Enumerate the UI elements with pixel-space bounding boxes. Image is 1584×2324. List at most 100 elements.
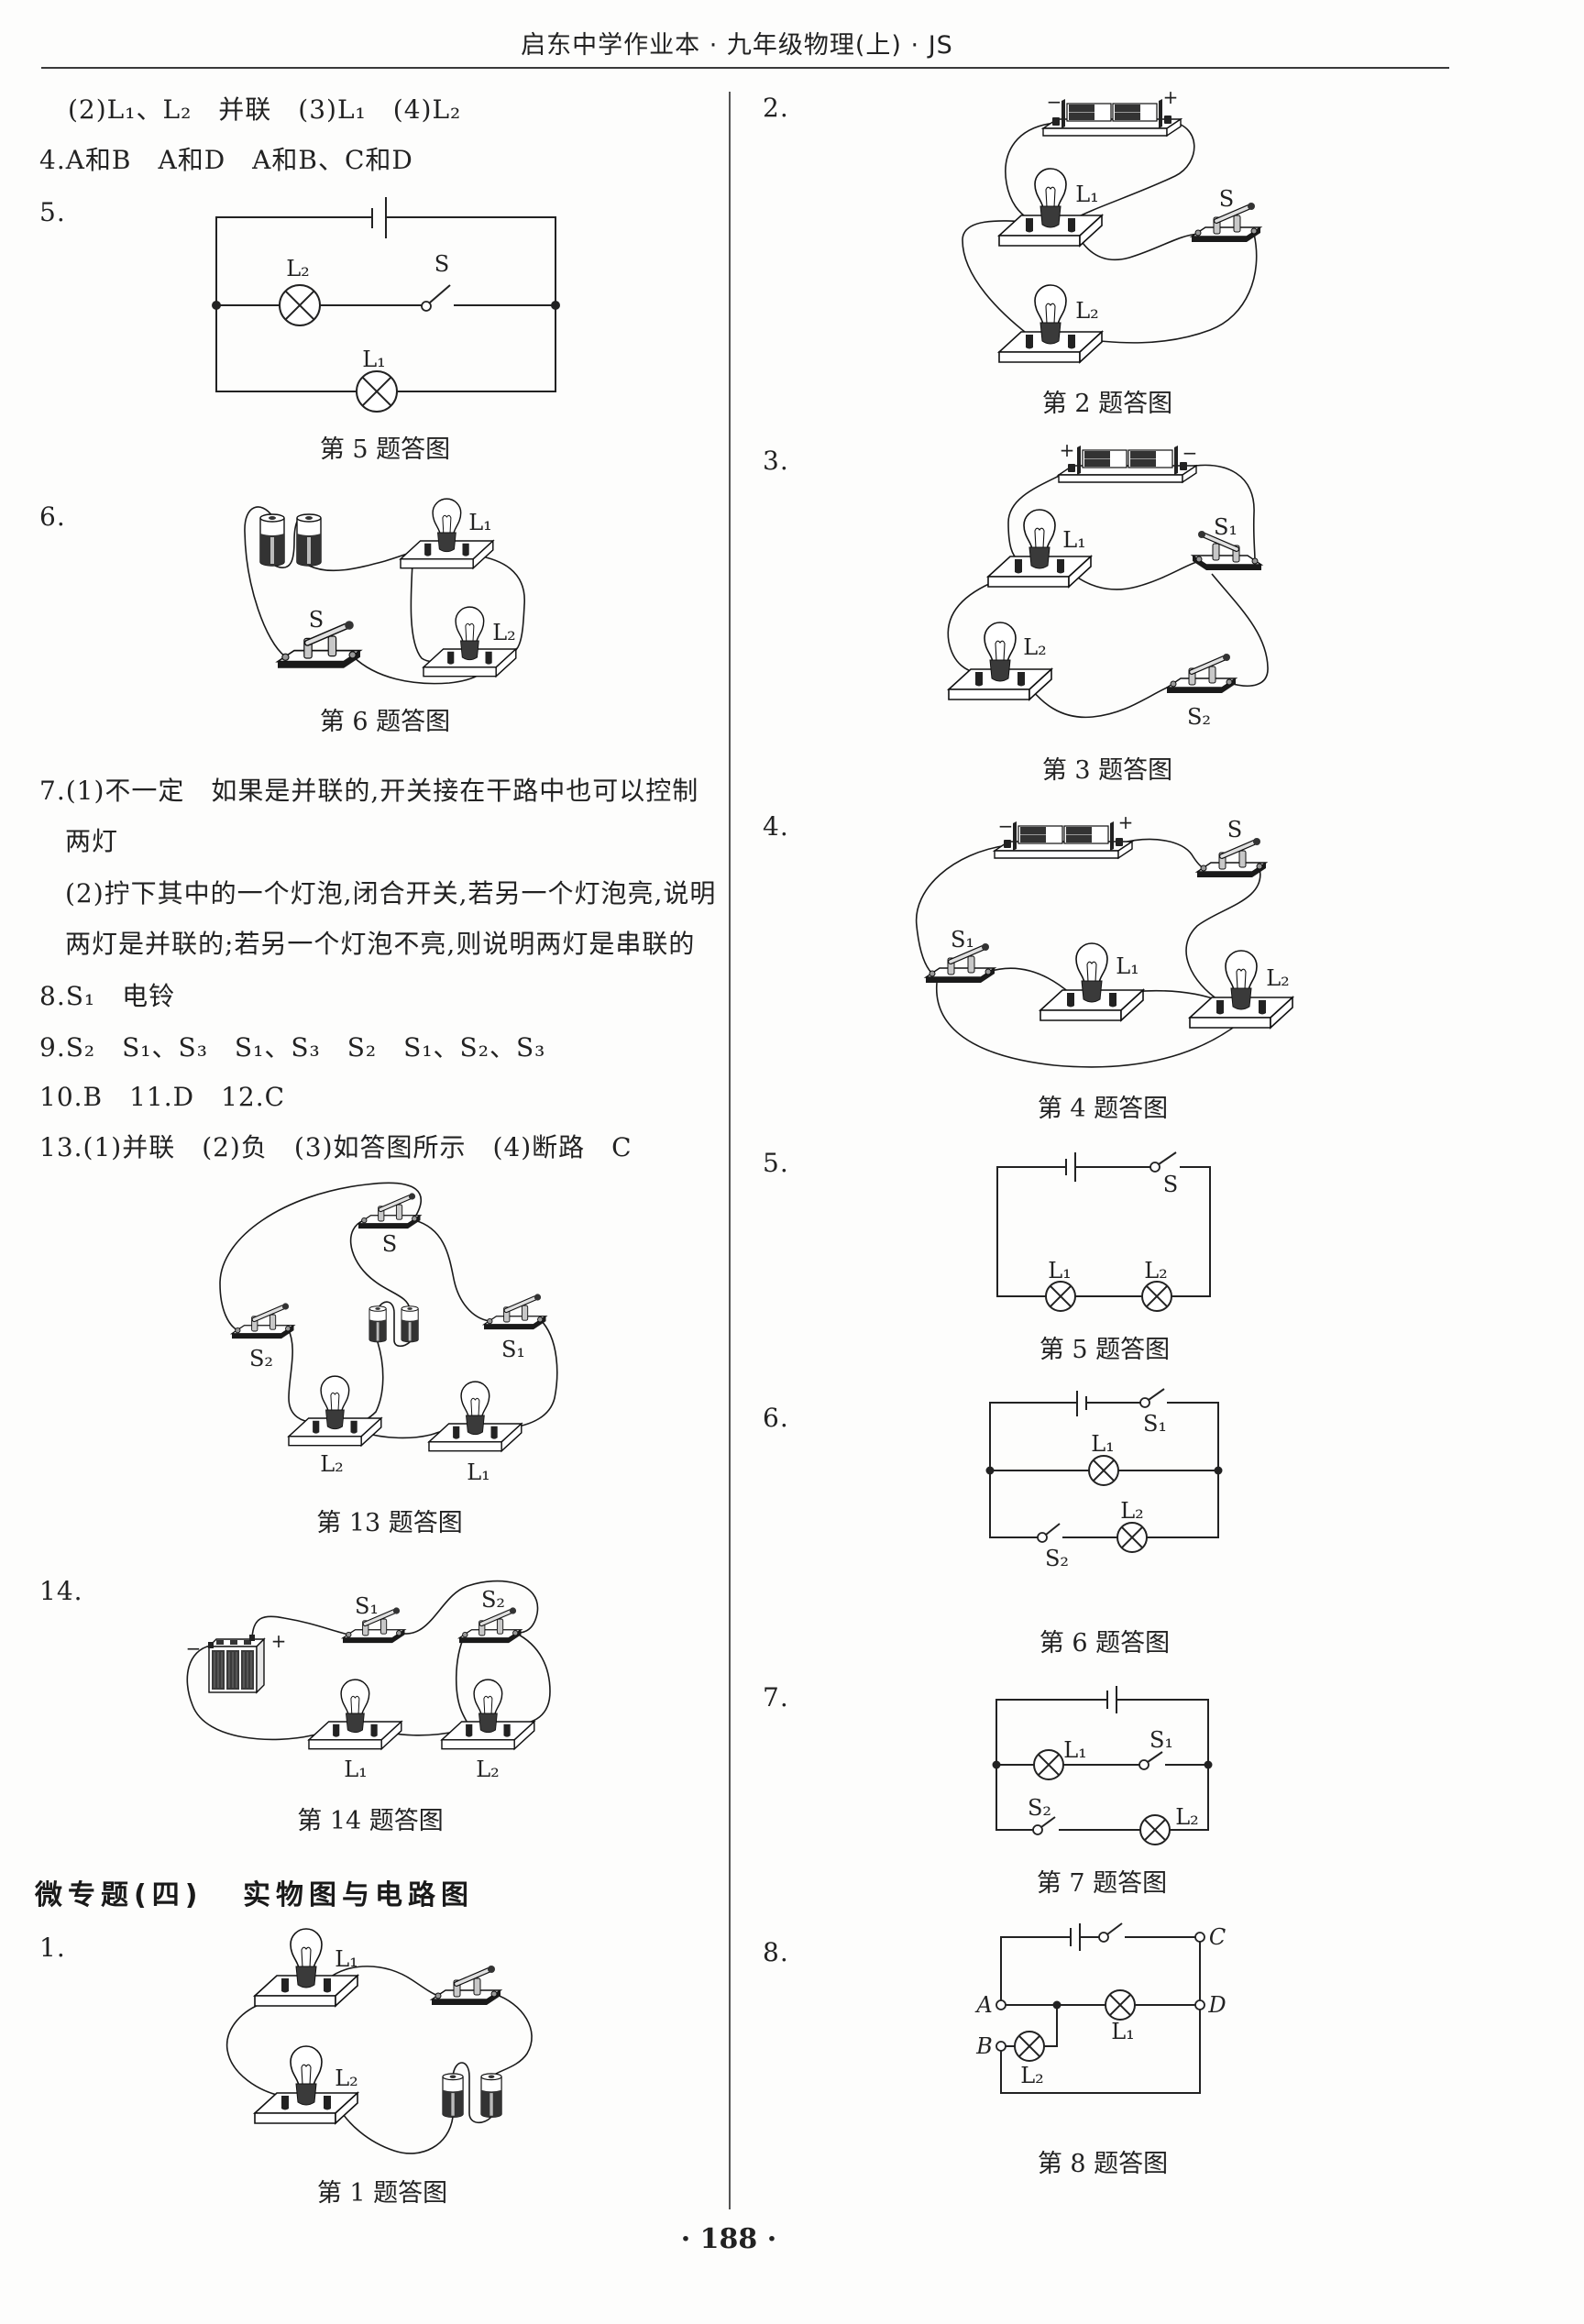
physical-diagram-q6: L₁ L₂ S (244, 498, 525, 685)
figure-caption-q6: 第 6 题答图 (319, 708, 451, 736)
answer-q13: 13.(1)并联 (2)负 (3)如答图所示 (4)断路 C (39, 1132, 632, 1162)
wire (353, 1341, 384, 1424)
lamp-l1-symbol (1105, 1989, 1136, 2021)
wire (219, 1182, 423, 1331)
label-l1: L₁ (1111, 2019, 1135, 2044)
lamp-l1-symbol (1045, 1281, 1076, 1312)
label-l2: L₂ (335, 2065, 358, 2091)
switch-symbol (1098, 1922, 1123, 1943)
wire (987, 967, 1072, 995)
wire (226, 2003, 286, 2098)
figure-caption-q13: 第 13 题答图 (316, 1509, 463, 1537)
label-s: S (382, 1231, 397, 1257)
minus-sign: − (1182, 442, 1198, 464)
question-number-mt-q3: 3. (763, 446, 789, 476)
label-s1: S₁ (501, 1337, 525, 1362)
question-number-q6: 6. (39, 501, 66, 532)
battery-cell (480, 2073, 502, 2119)
figure-caption-q14: 第 14 题答图 (297, 1807, 444, 1835)
label-l2: L₂ (286, 256, 310, 281)
wire (410, 562, 452, 663)
physical-diagram-mt-q1: L₁ L₂ (226, 1928, 533, 2154)
wire (936, 982, 1263, 1068)
figure-caption-mt-q2: 第 2 题答图 (1041, 390, 1173, 418)
lamp-l2-symbol (1014, 2031, 1045, 2062)
header-divider (41, 67, 1449, 69)
label-l1: L₁ (468, 510, 492, 535)
wire (287, 1327, 317, 1423)
figure-caption-mt-q8: 第 8 题答图 (1037, 2150, 1169, 2178)
page-number: · 188 · (680, 2223, 777, 2255)
switch-s (1197, 838, 1266, 877)
label-l2: L₂ (1020, 2063, 1044, 2088)
battery-holder (994, 821, 1133, 859)
battery-cell (401, 1305, 419, 1343)
lamp-l2-symbol (1141, 1281, 1172, 1312)
label-d: D (1207, 1992, 1226, 2018)
wire (398, 1580, 539, 1635)
wire (1182, 464, 1256, 562)
question-number-mt-q6: 6. (763, 1403, 789, 1433)
label-l1: L₁ (1048, 1258, 1072, 1283)
junction-dot (1214, 1466, 1223, 1475)
junction-dot (1052, 2000, 1062, 2010)
wire (338, 2108, 454, 2154)
physical-diagram-mt-q4: − + S S₁ L₁ L₂ (915, 811, 1293, 1068)
bulb-l1 (428, 1381, 522, 1452)
wire (962, 220, 1030, 336)
junction-dot (1204, 1760, 1213, 1769)
label-s: S (1219, 186, 1234, 212)
wire (1060, 560, 1200, 590)
label-s1: S₁ (1150, 1727, 1173, 1753)
switch-s1 (484, 1294, 546, 1329)
label-s1: S₁ (355, 1593, 379, 1619)
switch-s2 (232, 1303, 294, 1338)
label-l2: L₂ (1120, 1498, 1144, 1524)
terminal-a (996, 1999, 1006, 2010)
label-s2: S₂ (481, 1587, 505, 1613)
wire (1185, 867, 1261, 1002)
battery-cell (259, 513, 285, 567)
label-c: C (1209, 1924, 1226, 1950)
switch-s2 (459, 1607, 522, 1643)
label-l2: L₂ (1266, 965, 1290, 991)
battery-cell (368, 1305, 387, 1343)
answer-q7-line: 7.(1)不一定 如果是并联的,开关接在干路中也可以控制 (39, 776, 699, 806)
switch-s (358, 1193, 421, 1228)
label-s: S (1163, 1172, 1178, 1197)
wire (413, 1219, 490, 1322)
question-number-mt-q1: 1. (39, 1933, 66, 1963)
label-l2: L₂ (492, 620, 516, 645)
column-divider (729, 92, 731, 2209)
answer-q8: 8.S₁ 电铃 (39, 981, 176, 1011)
battery-holder (1042, 98, 1182, 137)
figure-caption-mt-q5: 第 5 题答图 (1039, 1336, 1171, 1364)
question-number-mt-q5: 5. (763, 1148, 789, 1178)
label-l1: L₁ (467, 1459, 490, 1485)
battery-block (207, 1634, 265, 1693)
wire (506, 1318, 558, 1429)
terminal-d (1194, 1999, 1205, 2010)
label-s: S (434, 251, 449, 277)
wire (506, 1632, 551, 1726)
label-l1: L₁ (1091, 1431, 1115, 1457)
bulb-l2 (288, 1375, 382, 1447)
label-l1: L₁ (362, 347, 386, 372)
label-l2: L₂ (476, 1757, 500, 1782)
minus-sign: − (998, 815, 1014, 837)
wire (915, 844, 1008, 975)
battery-cell (442, 2073, 464, 2119)
question-number-mt-q2: 2. (763, 93, 789, 123)
label-l1: L₁ (344, 1757, 368, 1782)
label-s2: S₂ (1028, 1795, 1051, 1821)
battery-cell (296, 513, 322, 567)
terminal-c (1194, 1932, 1205, 1943)
switch (432, 1966, 500, 2005)
switch-s-symbol (421, 284, 451, 312)
wire (349, 1219, 411, 1310)
wire (1211, 573, 1269, 687)
label-l2: L₂ (320, 1451, 344, 1477)
physical-diagram-q13: S S₂ S₁ L₂ L₁ (219, 1182, 558, 1485)
